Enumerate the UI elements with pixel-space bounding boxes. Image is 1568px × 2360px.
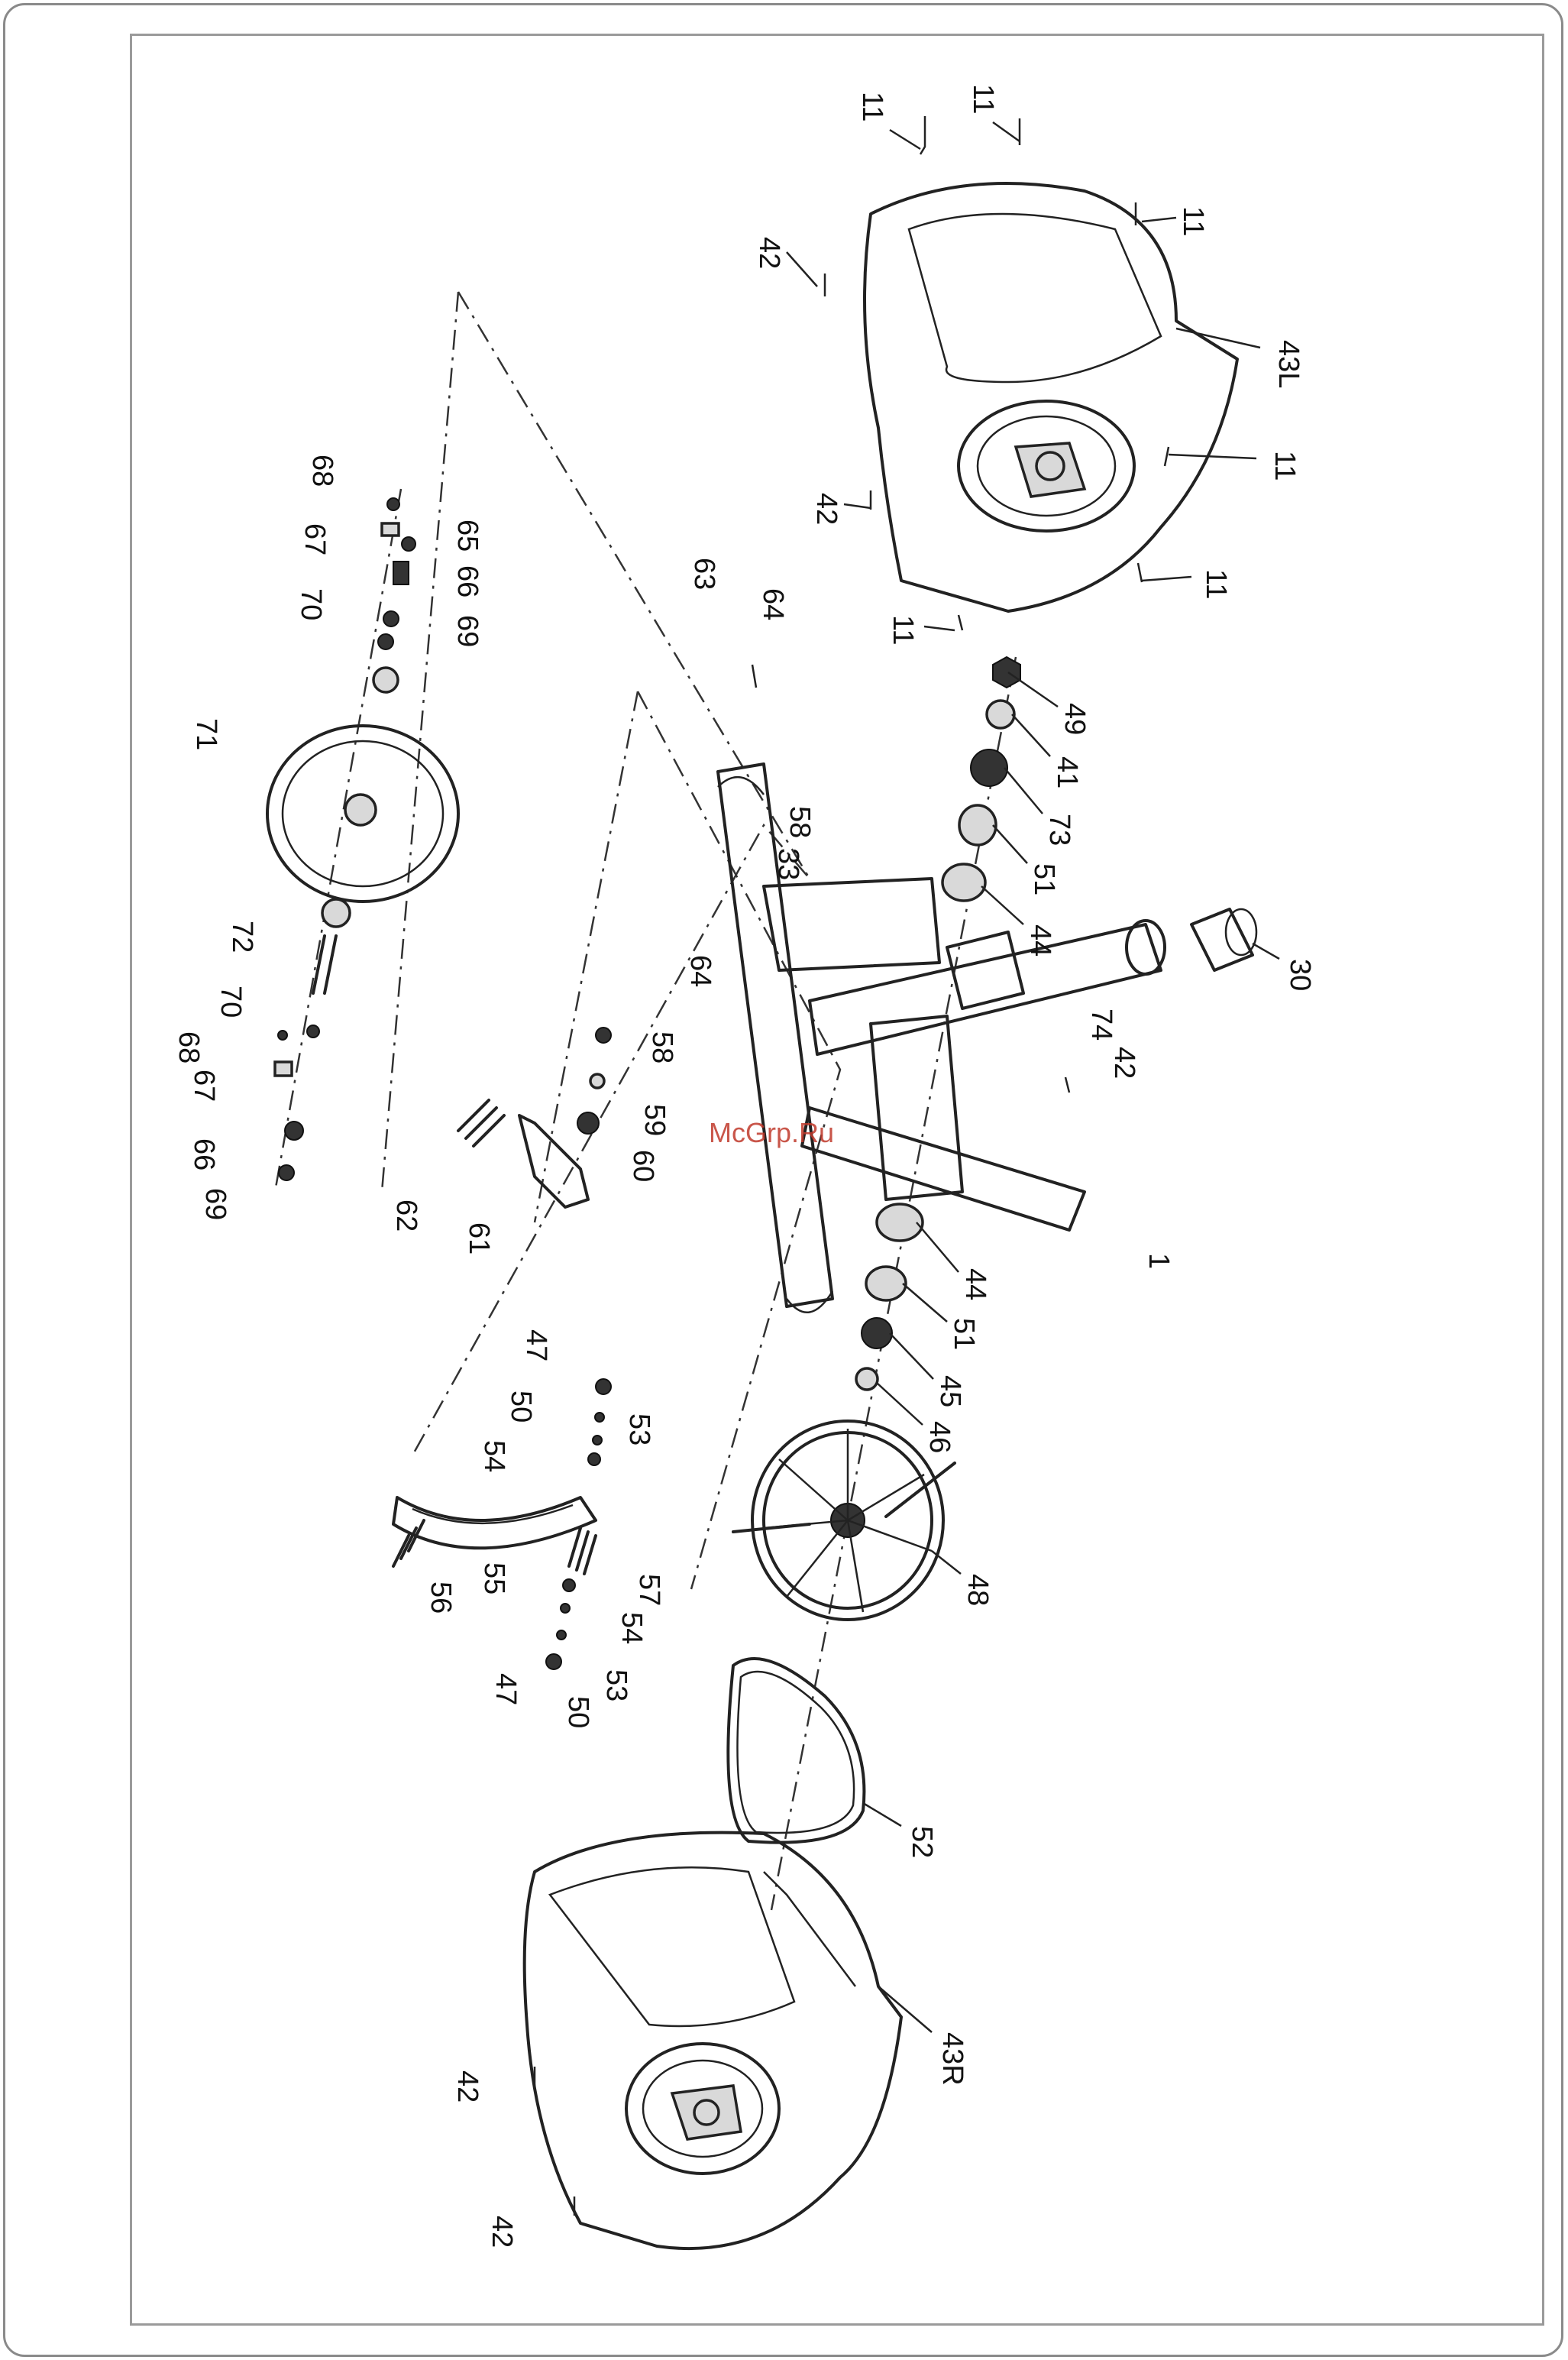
label-58b: 58 (646, 1031, 678, 1063)
label-50b: 50 (562, 1696, 594, 1728)
part-labels: 11 11 11 11 11 11 42 42 42 42 42 43L 43R… (173, 84, 1316, 2248)
label-60: 60 (627, 1150, 659, 1182)
label-61: 61 (463, 1222, 495, 1254)
label-54b: 54 (616, 1612, 648, 1644)
bearing-stack-lower (856, 1204, 923, 1390)
label-59: 59 (639, 1104, 671, 1136)
label-69a: 69 (451, 615, 483, 647)
label-46: 46 (923, 1421, 955, 1453)
label-42d: 42 (451, 2070, 483, 2103)
label-71: 71 (190, 718, 222, 750)
label-30: 30 (1284, 959, 1316, 991)
label-42e: 42 (486, 2216, 518, 2248)
label-11b: 11 (967, 84, 999, 114)
label-44a: 44 (1024, 924, 1056, 957)
label-56: 56 (425, 1581, 457, 1614)
label-64a: 64 (757, 588, 789, 620)
idler-wheel-71 (267, 668, 458, 993)
label-50a: 50 (505, 1390, 537, 1423)
label-64b: 64 (684, 955, 716, 987)
label-11d: 11 (1269, 451, 1301, 481)
label-70a: 70 (295, 588, 327, 620)
label-66b: 66 (188, 1138, 220, 1170)
label-42b: 42 (810, 493, 842, 525)
label-1: 1 (1143, 1253, 1175, 1269)
watermark: McGrp.Ru (709, 1117, 834, 1149)
label-67a: 67 (299, 523, 331, 555)
label-68a: 68 (306, 455, 338, 487)
label-11c: 11 (1177, 206, 1209, 236)
label-73: 73 (1043, 814, 1075, 846)
label-63: 63 (688, 558, 720, 590)
cap-30 (1191, 909, 1256, 970)
label-70b: 70 (215, 986, 247, 1018)
label-43L: 43L (1272, 340, 1305, 388)
label-57: 57 (633, 1574, 665, 1606)
label-42c: 42 (1108, 1047, 1140, 1079)
label-11f: 11 (887, 615, 919, 645)
bearing-stack-upper (942, 657, 1020, 901)
label-47b: 47 (490, 1673, 522, 1705)
left-cover-43L (865, 183, 1237, 611)
label-51b: 51 (948, 1318, 980, 1350)
label-55: 55 (478, 1562, 510, 1594)
label-53a: 53 (623, 1413, 655, 1445)
brake-hardware (546, 1379, 611, 1669)
label-42a: 42 (753, 237, 785, 269)
label-54a: 54 (478, 1440, 510, 1472)
label-65: 65 (451, 520, 483, 552)
label-62: 62 (390, 1199, 422, 1232)
label-47a: 47 (520, 1329, 552, 1361)
label-74: 74 (1085, 1008, 1117, 1041)
label-53b: 53 (600, 1669, 632, 1701)
label-11a: 11 (856, 92, 888, 121)
label-11e: 11 (1200, 569, 1232, 599)
label-43R: 43R (936, 2032, 968, 2086)
label-45: 45 (934, 1375, 966, 1407)
label-48: 48 (962, 1574, 994, 1606)
label-58a: 58 (784, 806, 816, 838)
label-52: 52 (906, 1826, 938, 1858)
leader-lines (787, 122, 1279, 2032)
label-68b: 68 (173, 1031, 205, 1063)
label-67b: 67 (188, 1070, 220, 1102)
label-49: 49 (1059, 703, 1091, 735)
belt-52 (728, 1659, 864, 1843)
label-41: 41 (1051, 756, 1083, 788)
flywheel-48 (733, 1421, 955, 1620)
tension-bracket-61 (458, 1028, 611, 1207)
right-cover-43R (525, 1833, 901, 2249)
label-72: 72 (226, 921, 258, 953)
label-66a: 66 (451, 565, 483, 597)
label-44b: 44 (959, 1268, 991, 1300)
label-69b: 69 (199, 1188, 231, 1220)
label-51a: 51 (1028, 863, 1060, 895)
label-33: 33 (772, 848, 804, 880)
